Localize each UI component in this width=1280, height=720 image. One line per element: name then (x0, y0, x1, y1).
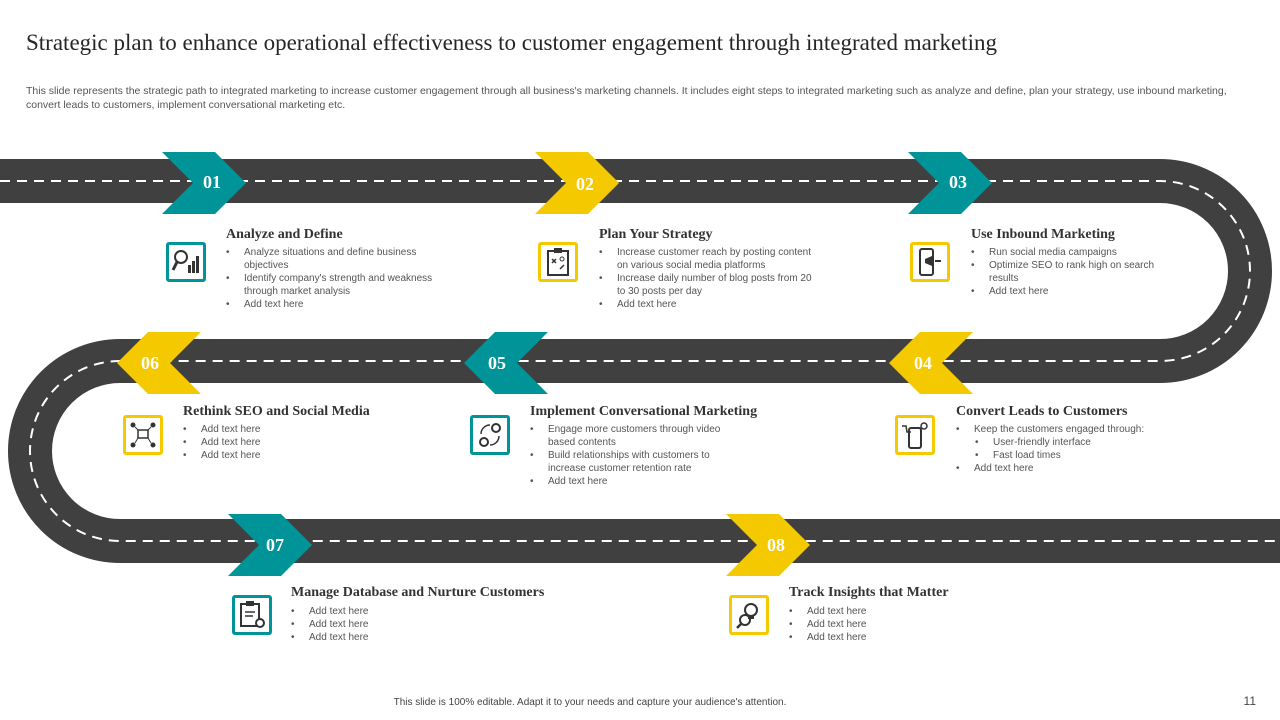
chevron-07 (228, 514, 312, 576)
social-network-icon (130, 422, 156, 448)
chevron-08 (726, 514, 810, 576)
bullet: Add text here (183, 423, 351, 436)
step-08-bullets: Add text here Add text here Add text her… (789, 605, 957, 644)
step-07-bullets: Add text here Add text here Add text her… (291, 605, 459, 644)
step-01-bullets: Analyze situations and define business o… (226, 246, 444, 311)
step-05-icon-box (470, 415, 510, 455)
step-03-bullets: Run social media campaigns Optimize SEO … (971, 246, 1164, 298)
chevron-06 (117, 332, 201, 394)
bullet: Add text here (226, 298, 444, 311)
sub-bullet: Fast load times (975, 449, 1164, 462)
step-04-icon-box (895, 415, 935, 455)
bullet: Keep the customers engaged through: (956, 423, 1164, 436)
step-03-icon-box (910, 242, 950, 282)
chevron-04 (889, 332, 973, 394)
step-07-icon-box (232, 595, 272, 635)
step-05-bullets: Engage more customers through video base… (530, 423, 733, 488)
step-02-title: Plan Your Strategy (599, 227, 713, 242)
bullet: Add text here (789, 618, 957, 631)
bullet: Add text here (183, 436, 351, 449)
step-04-title: Convert Leads to Customers (956, 404, 1128, 419)
bullet: Add text here (183, 449, 351, 462)
chevron-02 (535, 152, 619, 214)
bullet: Increase customer reach by posting conte… (599, 246, 817, 272)
bullet: Add text here (291, 605, 459, 618)
step-02-icon-box (538, 242, 578, 282)
step-05-title: Implement Conversational Marketing (530, 404, 758, 419)
step-07-title: Manage Database and Nurture Customers (291, 585, 545, 600)
bullet: Identify company's strength and weakness… (226, 272, 444, 298)
bullet: Add text here (956, 462, 1164, 475)
insight-bulb-icon (736, 603, 758, 629)
step-06-bullets: Add text here Add text here Add text her… (183, 423, 351, 462)
chevron-03 (908, 152, 992, 214)
step-06-icon-box (123, 415, 163, 455)
footer-note: This slide is 100% editable. Adapt it to… (393, 697, 787, 708)
page-number: 11 (1243, 694, 1256, 708)
bullet: Increase daily number of blog posts from… (599, 272, 817, 298)
bullet: Add text here (599, 298, 817, 311)
bullet: Add text here (291, 618, 459, 631)
step-01-title: Analyze and Define (226, 227, 343, 242)
step-number-06: 06 (141, 353, 159, 373)
slide-title: Strategic plan to enhance operational ef… (26, 30, 997, 55)
step-03-title: Use Inbound Marketing (971, 227, 1115, 242)
sub-bullet: User-friendly interface (975, 436, 1164, 449)
mobile-megaphone-icon (919, 248, 941, 276)
bullet: Add text here (789, 605, 957, 618)
step-number-07: 07 (266, 535, 284, 555)
bullet: Analyze situations and define business o… (226, 246, 444, 272)
strategy-board-icon (547, 248, 569, 276)
bullet: Add text here (789, 631, 957, 644)
slide-description: This slide represents the strategic path… (26, 85, 1227, 111)
chevron-05 (464, 332, 548, 394)
bullet: Run social media campaigns (971, 246, 1164, 259)
step-08-icon-box (729, 595, 769, 635)
step-number-08: 08 (767, 535, 785, 555)
conversation-cycle-icon (479, 423, 501, 447)
bullet: Optimize SEO to rank high on search resu… (971, 259, 1164, 285)
step-08-title: Track Insights that Matter (789, 585, 949, 600)
step-number-03: 03 (949, 172, 967, 192)
bullet: Engage more customers through video base… (530, 423, 733, 449)
bullet: Add text here (971, 285, 1164, 298)
bullet: Add text here (530, 475, 733, 488)
database-report-icon (240, 601, 265, 628)
step-01-icon-box (166, 242, 206, 282)
step-number-04: 04 (914, 353, 932, 373)
step-04-bullets: Keep the customers engaged through: User… (956, 423, 1164, 475)
step-02-bullets: Increase customer reach by posting conte… (599, 246, 817, 311)
chevron-01 (162, 152, 246, 214)
step-06-title: Rethink SEO and Social Media (183, 404, 370, 419)
mobile-shopping-icon (902, 422, 928, 449)
step-number-01: 01 (203, 172, 221, 192)
analytics-magnifier-icon (171, 250, 199, 273)
step-number-05: 05 (488, 353, 506, 373)
bullet: Add text here (291, 631, 459, 644)
step-number-02: 02 (576, 174, 594, 194)
bullet: Build relationships with customers to in… (530, 449, 733, 475)
